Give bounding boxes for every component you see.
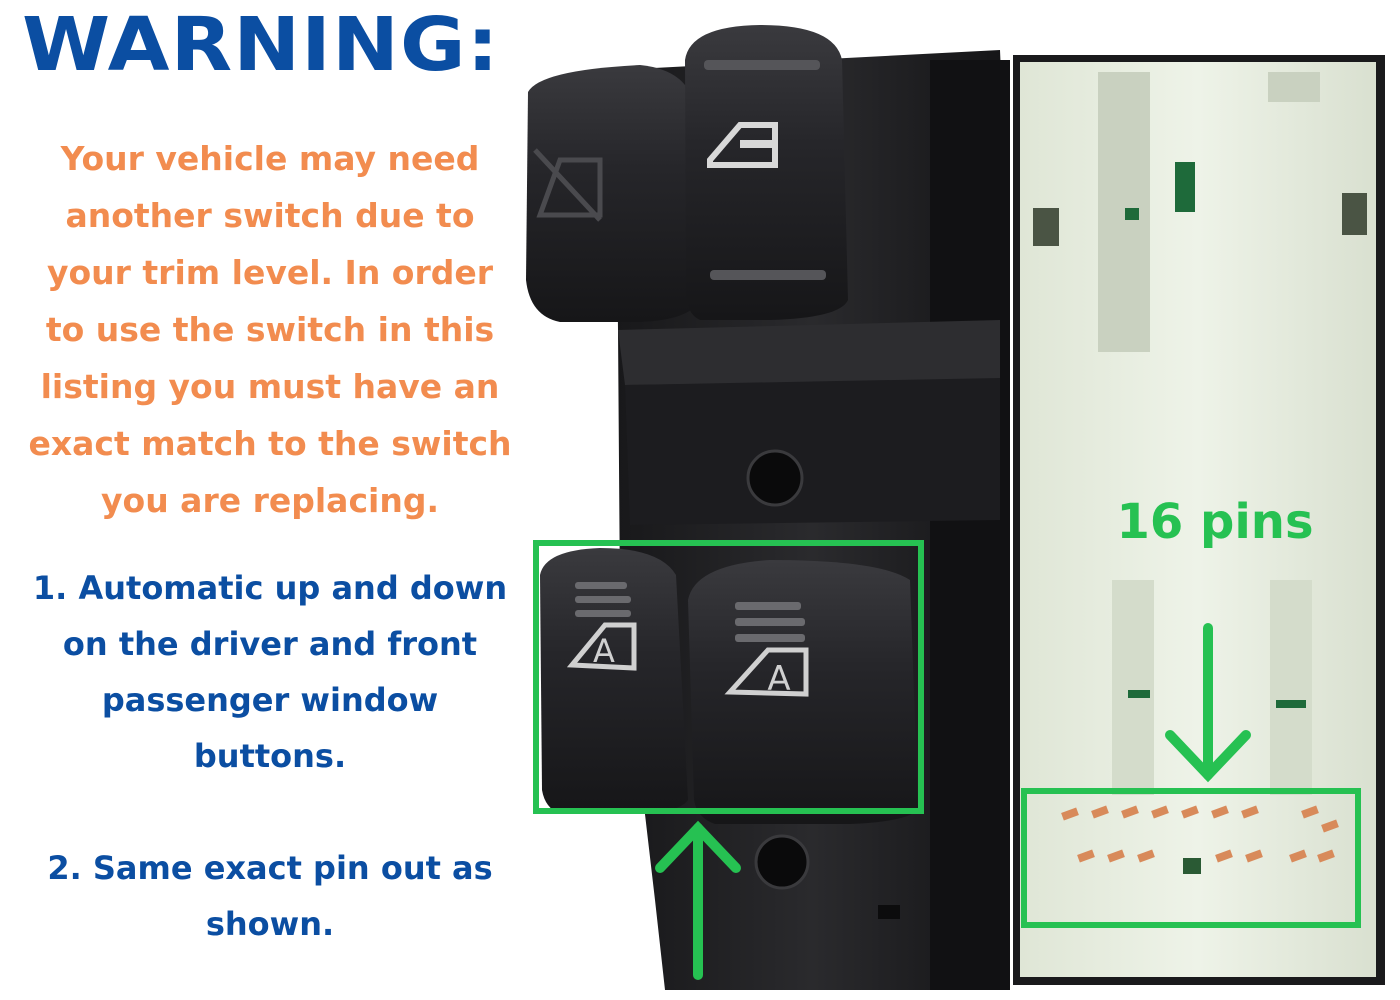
warning-line: listing you must have an (40, 367, 500, 406)
housing-rail (1270, 580, 1312, 795)
clip-tab (878, 905, 900, 919)
passenger-button-glyph: A (767, 659, 790, 699)
door-lock-icon (704, 60, 826, 280)
circuit-board-glimpse (1125, 208, 1139, 220)
pin-divider (1183, 858, 1201, 874)
warning-line: you are replacing. (101, 481, 439, 520)
circuit-board-glimpse (1128, 690, 1150, 698)
feature-line: 1. Automatic up and down (32, 569, 508, 607)
text-panel: WARNING: Your vehicle may need another s… (0, 0, 540, 1000)
passenger-window-auto-icon: A (724, 602, 809, 699)
mount-hole (754, 834, 810, 890)
driver-window-auto-icon: A (566, 582, 637, 671)
warning-line: Your vehicle may need (60, 139, 480, 178)
window-lock-button (526, 65, 700, 322)
feature-line: passenger window (101, 681, 439, 719)
switch-mid-ledge (618, 320, 1000, 385)
feature-line: on the driver and front (62, 625, 478, 663)
buttons-highlight-box (533, 540, 924, 814)
up-arrow-icon (655, 820, 741, 980)
warning-line: to use the switch in this (45, 310, 495, 349)
driver-button-glyph: A (593, 632, 615, 670)
switch-back-view (1013, 55, 1385, 985)
down-arrow-icon (1165, 623, 1251, 783)
warning-title: WARNING: (22, 2, 500, 88)
switch-mid-block (625, 378, 1000, 525)
housing-window (1033, 208, 1059, 246)
switch-front-view: A A (526, 25, 1010, 990)
switch-side-panel (930, 60, 1010, 990)
connector-housing (1020, 62, 1376, 977)
housing-slot (1268, 72, 1320, 102)
feature-line: shown. (205, 905, 335, 943)
warning-message: Your vehicle may need another switch due… (8, 130, 532, 529)
feature-line: buttons. (193, 737, 347, 775)
connector-pins (1061, 805, 1339, 863)
warning-line: another switch due to (65, 196, 475, 235)
feature-line: 2. Same exact pin out as (47, 849, 493, 887)
mount-hole (746, 449, 804, 507)
feature-list: 1. Automatic up and down on the driver a… (8, 560, 532, 952)
warning-line: exact match to the switch (28, 424, 512, 463)
circuit-board-glimpse (1175, 162, 1195, 212)
door-lock-button (685, 25, 848, 320)
housing-rail (1112, 580, 1154, 795)
housing-window (1342, 193, 1367, 235)
window-lock-icon (533, 148, 603, 222)
pins-highlight-box (1021, 788, 1361, 928)
warning-line: your trim level. In order (46, 253, 494, 292)
circuit-board-glimpse (1276, 700, 1306, 708)
housing-slot (1098, 72, 1150, 352)
pins-count-label: 16 pins (1116, 494, 1314, 550)
